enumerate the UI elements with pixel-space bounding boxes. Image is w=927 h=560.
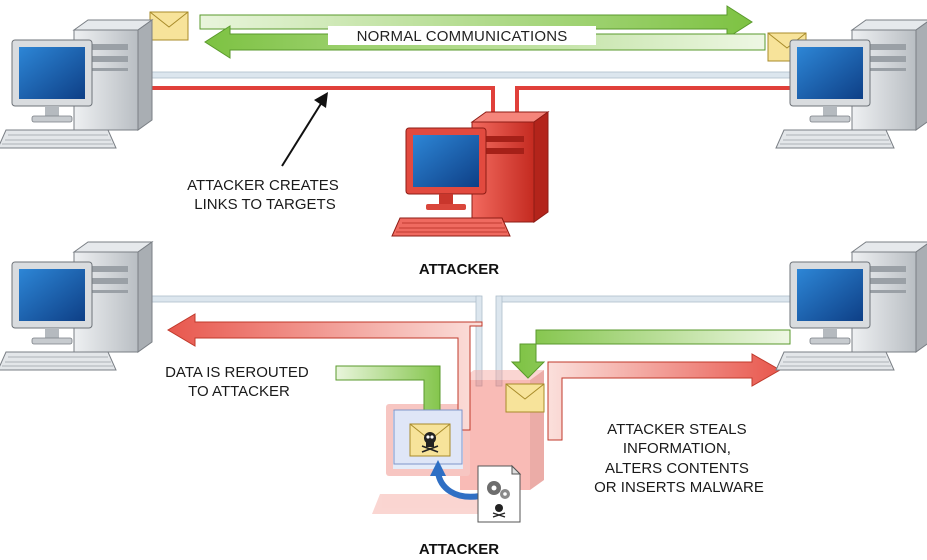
envelope-icon	[505, 383, 545, 413]
banner-background	[328, 26, 596, 45]
attacker-label-bottom: ATTACKER	[419, 541, 499, 558]
top-scene: NORMAL COMMUNICATIONS ATTACKER CREATES L…	[0, 5, 927, 278]
data-rerouted-note: DATA IS REROUTED TO ATTACKER	[165, 364, 313, 400]
attacker-screen	[393, 409, 463, 465]
skull-icon	[492, 504, 506, 518]
arrow-right-green	[199, 5, 753, 39]
computer-icon	[775, 241, 927, 371]
pointer-arrow	[281, 92, 328, 167]
top-cables	[149, 71, 799, 122]
document-icon	[477, 464, 522, 523]
envelope-icon	[149, 11, 189, 41]
attacker-label-top: ATTACKER	[419, 261, 499, 278]
reroute-note-background	[144, 360, 334, 402]
attacker-creates-links-note: ATTACKER CREATES LINKS TO TARGETS	[187, 177, 343, 213]
attacker-steals-note: ATTACKER STEALS INFORMATION, ALTERS CONT…	[594, 421, 764, 496]
arrow-right-red	[547, 353, 782, 441]
arrow-down-green-right	[510, 329, 791, 379]
gear-icon	[487, 481, 510, 499]
computer-icon	[0, 19, 153, 149]
normal-communications-label: NORMAL COMMUNICATIONS	[357, 28, 568, 45]
skull-icon	[421, 432, 439, 453]
steal-note-background	[578, 418, 792, 504]
attacker-computer-icon	[391, 111, 550, 237]
computer-icon	[0, 241, 153, 371]
bottom-scene: DATA IS REROUTED TO ATTACKER	[0, 241, 927, 558]
